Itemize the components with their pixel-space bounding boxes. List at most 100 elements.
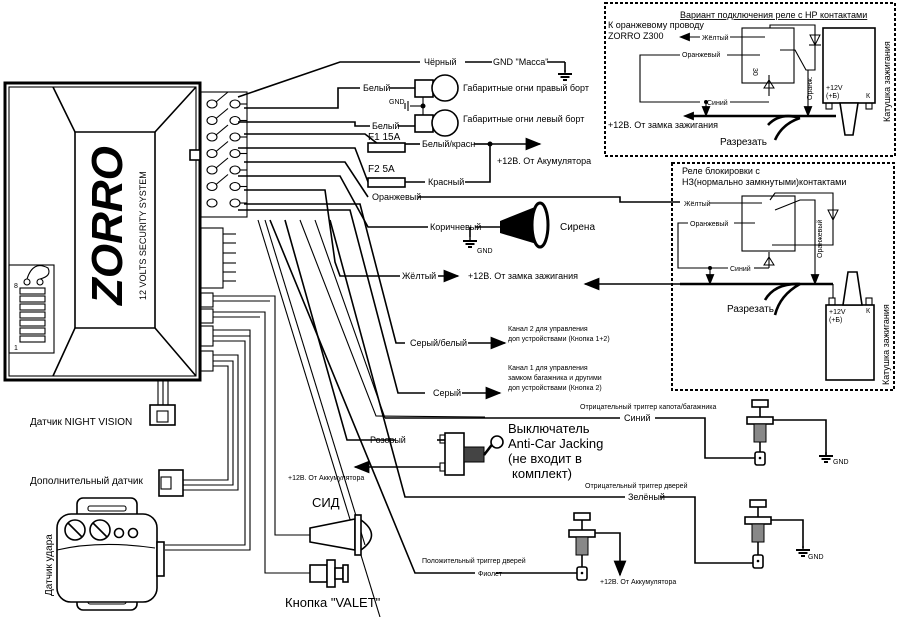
- wire-label-white-red: Белый/красн: [422, 139, 475, 149]
- siren-ground-icon: [463, 237, 477, 248]
- label-led: СИД: [312, 495, 340, 510]
- anti-jacking-line4: комплект): [512, 466, 572, 481]
- relay-nc-cut: Разрезать: [727, 304, 774, 315]
- connector-pin: [229, 148, 241, 159]
- wire-label-yellow: Жёлтый: [402, 271, 436, 281]
- door-trigger-positive: Положительный триггер дверей Фиолет +12В…: [422, 512, 676, 586]
- relay-no-ignition: +12В. От замка зажигания: [608, 120, 718, 130]
- connector-pin: [229, 132, 241, 142]
- label-night-vision: Датчик NIGHT VISION: [30, 417, 132, 428]
- relay-no-orange: Оранжевый: [682, 51, 720, 59]
- pin-link: [215, 108, 229, 119]
- wire-label-brown: Коричневый: [430, 222, 481, 232]
- connector-pin: [229, 198, 241, 208]
- pin-link: [215, 91, 229, 103]
- peripheral-wires: [157, 295, 310, 574]
- anti-jacking-line3: (не входит в: [508, 451, 582, 466]
- relay-nc-title-1: Реле блокировки с: [682, 166, 760, 176]
- label-ignition-12v: +12В. От замка зажигания: [468, 271, 578, 281]
- wire-label-grey: Серый: [433, 388, 461, 398]
- connector-pin: [206, 181, 218, 192]
- anti-jacking-line1: Выключатель: [508, 421, 590, 436]
- hood-trigger: Отрицательный триггер капота/багажника С…: [580, 399, 849, 466]
- peripherals: Датчик NIGHT VISION Дополнительный датчи…: [30, 404, 381, 611]
- bulb-left-icon: [414, 109, 459, 137]
- label-parking-left: Габаритные огни левый борт: [463, 114, 584, 124]
- coil-no-k: К: [866, 93, 871, 100]
- relay-nc-yellow: Жёлтый: [684, 200, 711, 208]
- relay-no-title: Вариант подключения реле с НР контактами: [680, 10, 867, 20]
- relay-nc-title-2: НЗ(нормально замкнутыми)контактами: [682, 177, 846, 187]
- relay-nc-coil: Катушка зажигания: [881, 304, 891, 385]
- wire-label-blue: Синий: [624, 413, 651, 423]
- relay-no-cut: Разрезать: [720, 137, 767, 148]
- connector-pin: [206, 148, 218, 159]
- siren-icon: [500, 201, 550, 249]
- label-parking-right: Габаритные огни правый борт: [463, 83, 589, 93]
- relay-nc-blue: Синий: [730, 265, 751, 273]
- door-pos-switch-icon: [568, 512, 596, 581]
- relay-no-panel: Вариант подключения реле с НР контактами…: [604, 2, 896, 157]
- wire-label-black: Чёрный: [424, 57, 456, 67]
- ignition-coil-nc: +12V (+Б) К: [825, 271, 875, 381]
- siren: Коричневый GND Сирена: [430, 201, 595, 255]
- shock-sensor-icon: [56, 497, 165, 611]
- label-channel2-line2: доп устройствами (Кнопка 1+2): [508, 335, 610, 343]
- main-wires: [237, 61, 760, 617]
- connector-pin: [229, 181, 241, 192]
- brand-logo: ZORRO: [83, 146, 132, 307]
- label-channel1-line1: Канал 1 для управления: [508, 365, 588, 372]
- relay-nc-orange-vertical: Оранжевый: [816, 220, 824, 258]
- anti-jacking-line2: Anti-Car Jacking: [508, 436, 603, 451]
- relay-no-pin-30: 30: [751, 68, 758, 76]
- label-channel2-line1: Канал 2 для управления: [508, 326, 588, 333]
- wire-label-violet: Фиолет: [478, 571, 503, 578]
- main-unit: ZORRO 12 VOLTS SECURITY SYSTEM 8 1: [3, 81, 202, 382]
- connector-pin: [206, 99, 218, 109]
- label-channel1-line3: доп устройствами (Кнопка 2): [508, 384, 602, 392]
- connector-pin: [229, 165, 241, 175]
- door-switch-icon: [744, 499, 772, 569]
- wire-label-pink: Розовый: [370, 435, 406, 445]
- hood-switch-icon: [746, 399, 774, 466]
- connector-pin: [206, 115, 218, 126]
- label-hood-trigger: Отрицательный триггер капота/багажника: [580, 403, 716, 411]
- bulb-right-icon: [414, 74, 459, 102]
- connector-pin: [206, 165, 218, 175]
- label-battery-12v-door: +12В. От Аккумулятора: [600, 579, 676, 586]
- main-connector: [200, 91, 248, 218]
- fuse-label-f1: F1 15A: [368, 132, 401, 143]
- hood-ground-icon: [819, 452, 833, 463]
- connector-pin: [229, 99, 241, 109]
- wire-label-grey-white: Серый/белый: [410, 338, 467, 348]
- coil-nc-b: (+Б): [829, 317, 842, 324]
- relay-nc-panel: Реле блокировки с НЗ(нормально замкнутым…: [671, 162, 895, 391]
- label-channel1-line2: замком багажника и другими: [508, 374, 602, 382]
- pin-link: [215, 157, 229, 169]
- door-trigger-negative: Отрицательный триггер дверей Зелёный GND: [585, 482, 824, 569]
- relay-no-orange-short: Оранж.: [807, 76, 814, 100]
- wire-label-red: Красный: [428, 177, 464, 187]
- connector-pin: [229, 115, 241, 126]
- pin-link: [215, 141, 229, 152]
- valet-button-icon: [309, 559, 349, 588]
- top-loads: Чёрный GND "Масса" Белый GND Габаритные …: [363, 57, 591, 202]
- label-extra-sensor: Дополнительный датчик: [30, 476, 144, 487]
- coil-nc-plus: +12V: [829, 309, 846, 316]
- mid-labels: Жёлтый +12В. От замка зажигания Серый/бе…: [402, 271, 610, 398]
- pin-link: [215, 124, 229, 136]
- relay-no-coil: Катушка зажигания: [882, 41, 892, 122]
- led-icon: [309, 514, 373, 556]
- pin-link: [215, 174, 229, 185]
- wire-label-orange: Оранжевый: [372, 192, 421, 202]
- side-connectors: [200, 227, 236, 372]
- anti-jacking-switch: Розовый +12В. От Аккумулятора Выключател…: [288, 421, 603, 482]
- coil-nc-k: К: [866, 308, 871, 315]
- cutter-icon: [763, 282, 801, 316]
- wire-label-green: Зелёный: [628, 492, 665, 502]
- brand-subtitle: 12 VOLTS SECURITY SYSTEM: [138, 171, 148, 300]
- coil-no-b: (+Б): [826, 93, 839, 100]
- relay-no-blue: Синий: [707, 99, 728, 107]
- fuse-f2: [367, 177, 406, 188]
